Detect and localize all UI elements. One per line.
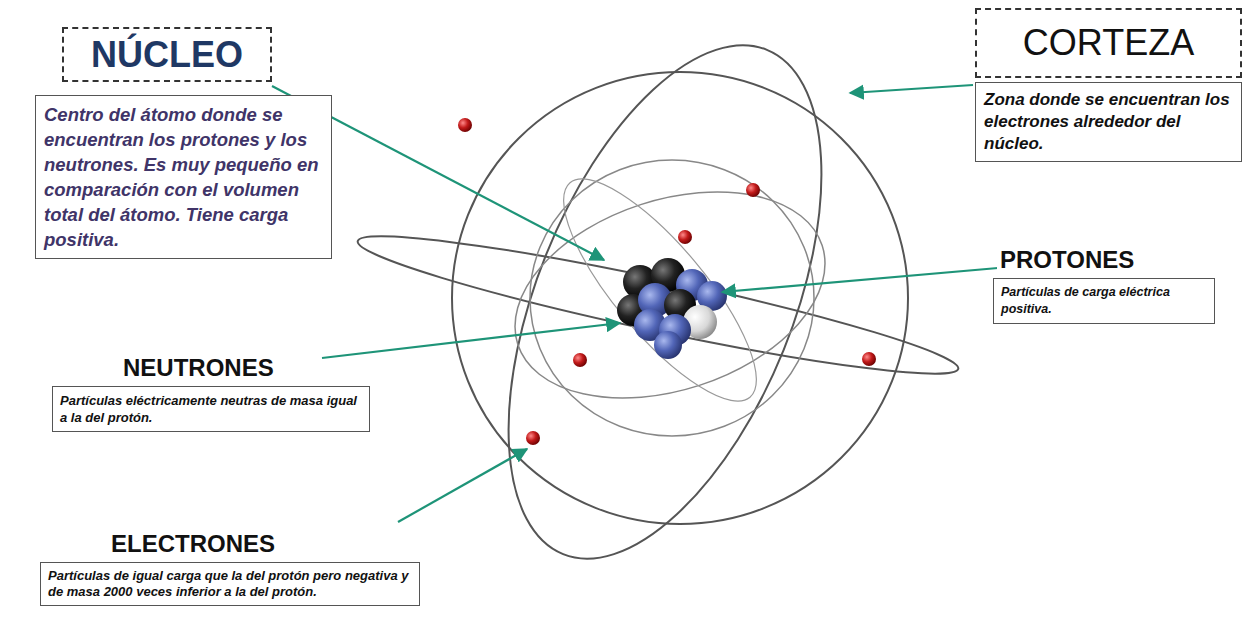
description-box: Partículas eléctricamente neutras de mas… — [52, 386, 370, 432]
description-text: Centro del átomo donde se encuentran los… — [44, 102, 323, 252]
particle-callout: NEUTRONES Partículas eléctricamente neutr… — [52, 354, 370, 432]
description-text: Partículas de igual carga que la del pro… — [48, 568, 412, 600]
particle-heading: NEUTRONES — [120, 354, 277, 382]
particle-heading: PROTONES — [997, 246, 1137, 274]
title-label: NÚCLEO — [91, 34, 243, 76]
particle-callout: ELECTRONES Partículas de igual carga que … — [40, 530, 420, 606]
title-label: CORTEZA — [1023, 22, 1194, 64]
description-text: Zona donde se encuentran los electrones … — [984, 89, 1233, 155]
leader-arrows — [272, 85, 998, 522]
particle-callout: PROTONES Partículas de carga eléctrica po… — [993, 246, 1215, 324]
description-box: Partículas de carga eléctrica positiva. — [993, 278, 1215, 324]
description-text: Partículas de carga eléctrica positiva. — [1001, 284, 1207, 318]
title-label-box: NÚCLEO — [62, 27, 272, 82]
particle-heading: ELECTRONES — [108, 530, 278, 558]
description-box: Centro del átomo donde se encuentran los… — [35, 95, 332, 259]
description-box: Partículas de igual carga que la del pro… — [40, 562, 420, 606]
description-text: Partículas eléctricamente neutras de mas… — [60, 392, 362, 426]
description-box: Zona donde se encuentran los electrones … — [975, 82, 1242, 162]
electrons — [458, 118, 876, 445]
title-label-box: CORTEZA — [975, 8, 1242, 78]
nucleus — [617, 258, 727, 359]
